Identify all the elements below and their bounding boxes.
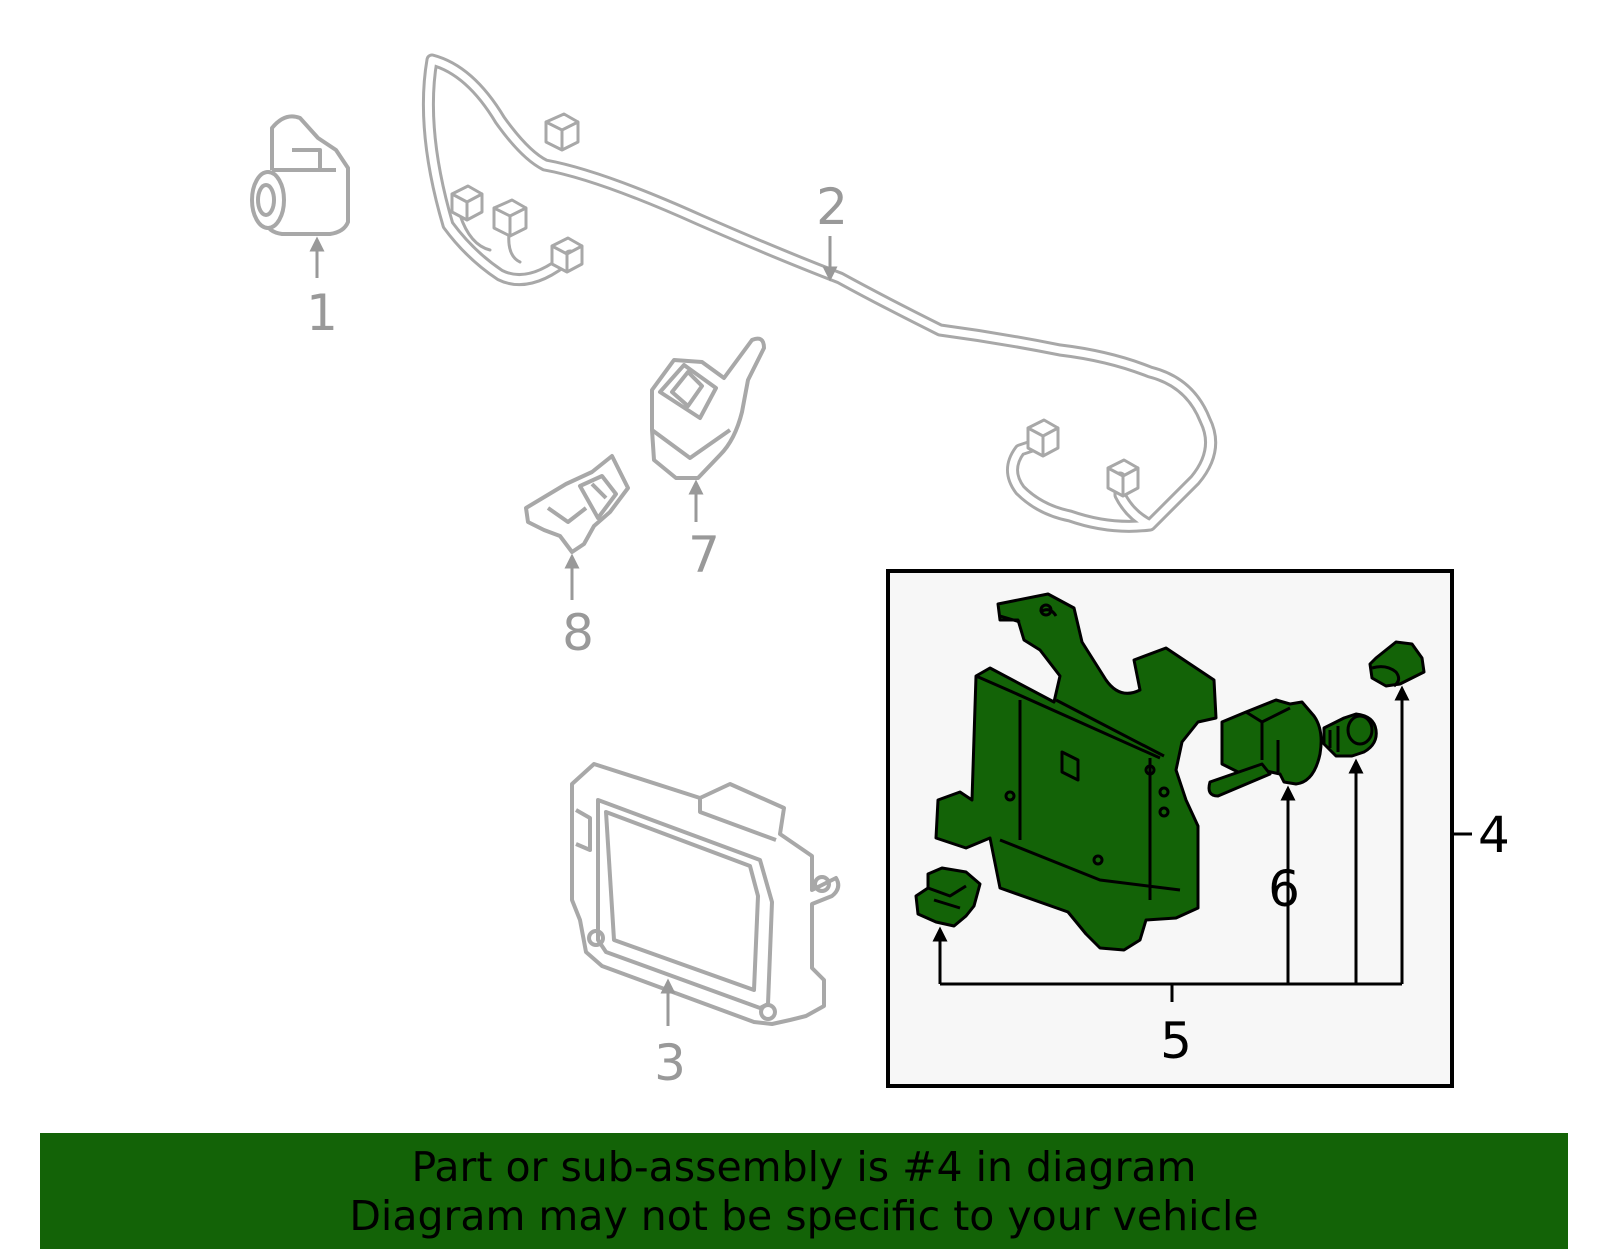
part-5-grommet bbox=[1368, 640, 1426, 688]
banner-line-2: Diagram may not be specific to your vehi… bbox=[349, 1192, 1259, 1240]
callout-3-label: 3 bbox=[654, 1034, 686, 1092]
part-3-module bbox=[570, 762, 841, 1026]
part-5-clip-left bbox=[914, 866, 982, 928]
part-5-main-bracket bbox=[934, 592, 1218, 952]
callout-8-label: 8 bbox=[562, 604, 594, 662]
callout-2-label: 2 bbox=[816, 178, 848, 236]
callout-7-label: 7 bbox=[688, 526, 720, 584]
info-banner: Part or sub-assembly is #4 in diagram Di… bbox=[40, 1133, 1568, 1249]
part-8-clip bbox=[524, 454, 630, 554]
part-6-sensor bbox=[1207, 698, 1323, 798]
part-7-bracket bbox=[650, 336, 766, 480]
part-2-harness bbox=[421, 53, 1218, 533]
callout-1-label: 1 bbox=[306, 284, 338, 342]
part-5-bolt bbox=[1322, 712, 1378, 758]
callout-4-label: 4 bbox=[1478, 806, 1510, 864]
banner-line-1: Part or sub-assembly is #4 in diagram bbox=[411, 1143, 1197, 1191]
callout-6-label: 6 bbox=[1268, 860, 1300, 918]
callout-5-label: 5 bbox=[1160, 1012, 1192, 1070]
part-1-sensor bbox=[250, 114, 350, 236]
